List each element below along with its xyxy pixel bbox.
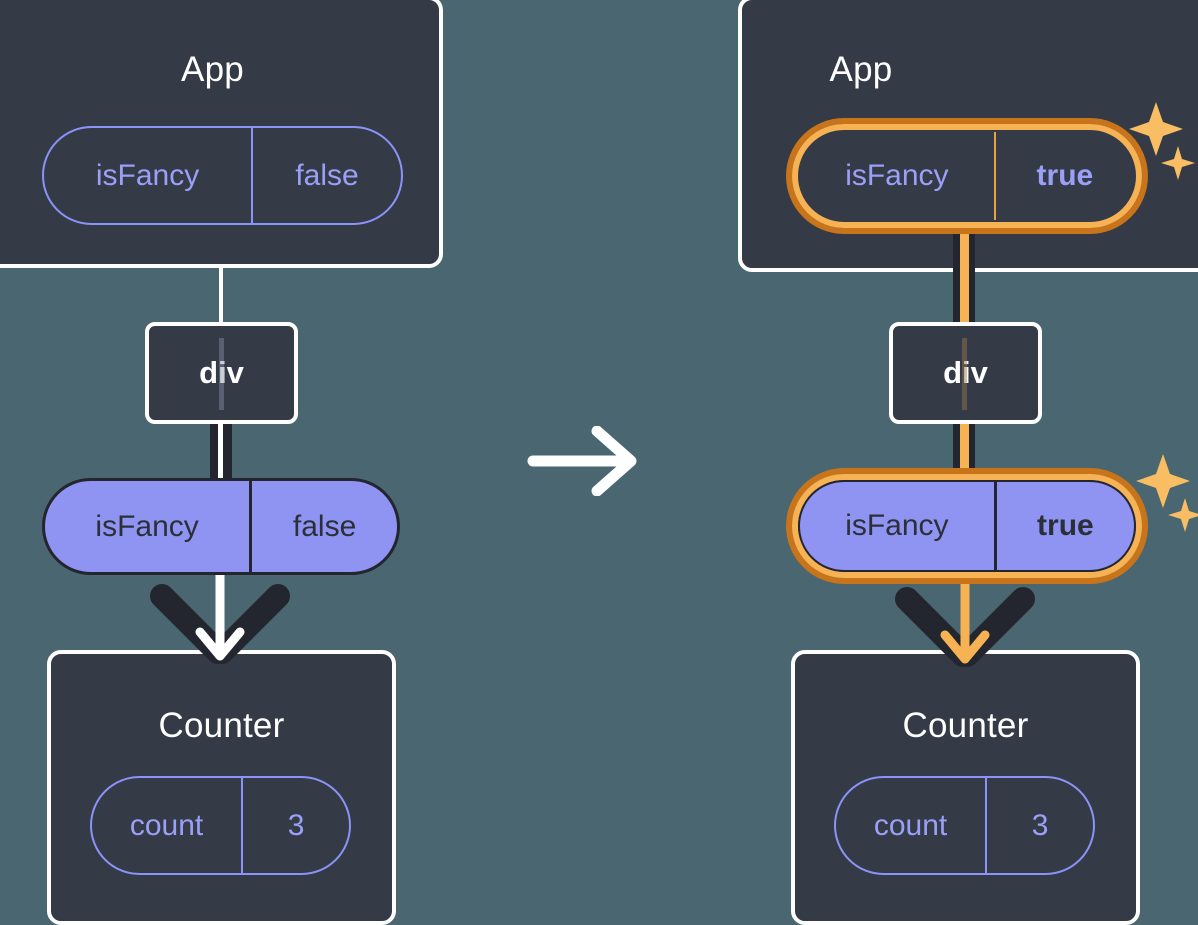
app-state-highlight-ring-after	[786, 118, 1148, 234]
prop-key-after: isFancy	[845, 509, 949, 542]
app-title-after: App	[829, 50, 893, 89]
app-state-pill-after: isFancy true	[798, 130, 1136, 222]
prop-flow-arrow-after	[895, 573, 1035, 667]
counter-state-key-after: count	[873, 808, 948, 842]
connector-app-to-div-before	[219, 268, 223, 326]
prop-pill-after: isFancy true	[798, 480, 1136, 572]
div-node-label-before: div	[199, 355, 244, 390]
counter-state-value-after: 3	[985, 778, 1093, 873]
sparkle-icon-app-after	[1129, 102, 1195, 180]
connector-div-to-prop-core-before	[218, 422, 223, 482]
div-node-after: div	[889, 322, 1042, 424]
prop-highlight-ring-inner-after	[792, 474, 1142, 578]
prop-value-before: false	[249, 481, 397, 572]
connector-through-div-before	[219, 338, 224, 410]
prop-highlight-ring-after	[786, 468, 1148, 584]
app-state-key-before: isFancy	[95, 158, 200, 192]
counter-title-after: Counter	[902, 706, 1029, 745]
div-node-before: div	[145, 322, 298, 424]
app-state-value-before: false	[251, 128, 401, 223]
app-state-highlight-ring-inner-after	[792, 124, 1142, 228]
prop-key-before: isFancy	[95, 509, 199, 543]
counter-state-key-before: count	[129, 808, 204, 842]
counter-component-box-after: Counter	[791, 650, 1140, 925]
counter-state-value-before: 3	[241, 778, 349, 873]
transition-arrow-right-icon	[527, 426, 637, 496]
div-node-label-after: div	[943, 355, 988, 390]
prop-pill-before: isFancy false	[42, 478, 400, 575]
sparkle-icon-prop-after	[1136, 454, 1198, 532]
counter-state-pill-before: count 3	[90, 776, 351, 875]
prop-value-after: true	[993, 482, 1134, 570]
app-state-value-after: true	[993, 132, 1134, 220]
app-state-pill-before: isFancy false	[42, 126, 403, 225]
app-state-key-after: isFancy	[845, 159, 949, 192]
connector-div-to-prop-core-after	[960, 422, 969, 484]
connector-through-div-after	[962, 338, 967, 410]
prop-flow-arrow-before	[150, 570, 290, 664]
connector-app-to-div-core-after	[960, 224, 969, 326]
counter-state-pill-after: count 3	[834, 776, 1095, 875]
app-title-before: App	[181, 50, 244, 89]
counter-title-before: Counter	[158, 706, 285, 745]
